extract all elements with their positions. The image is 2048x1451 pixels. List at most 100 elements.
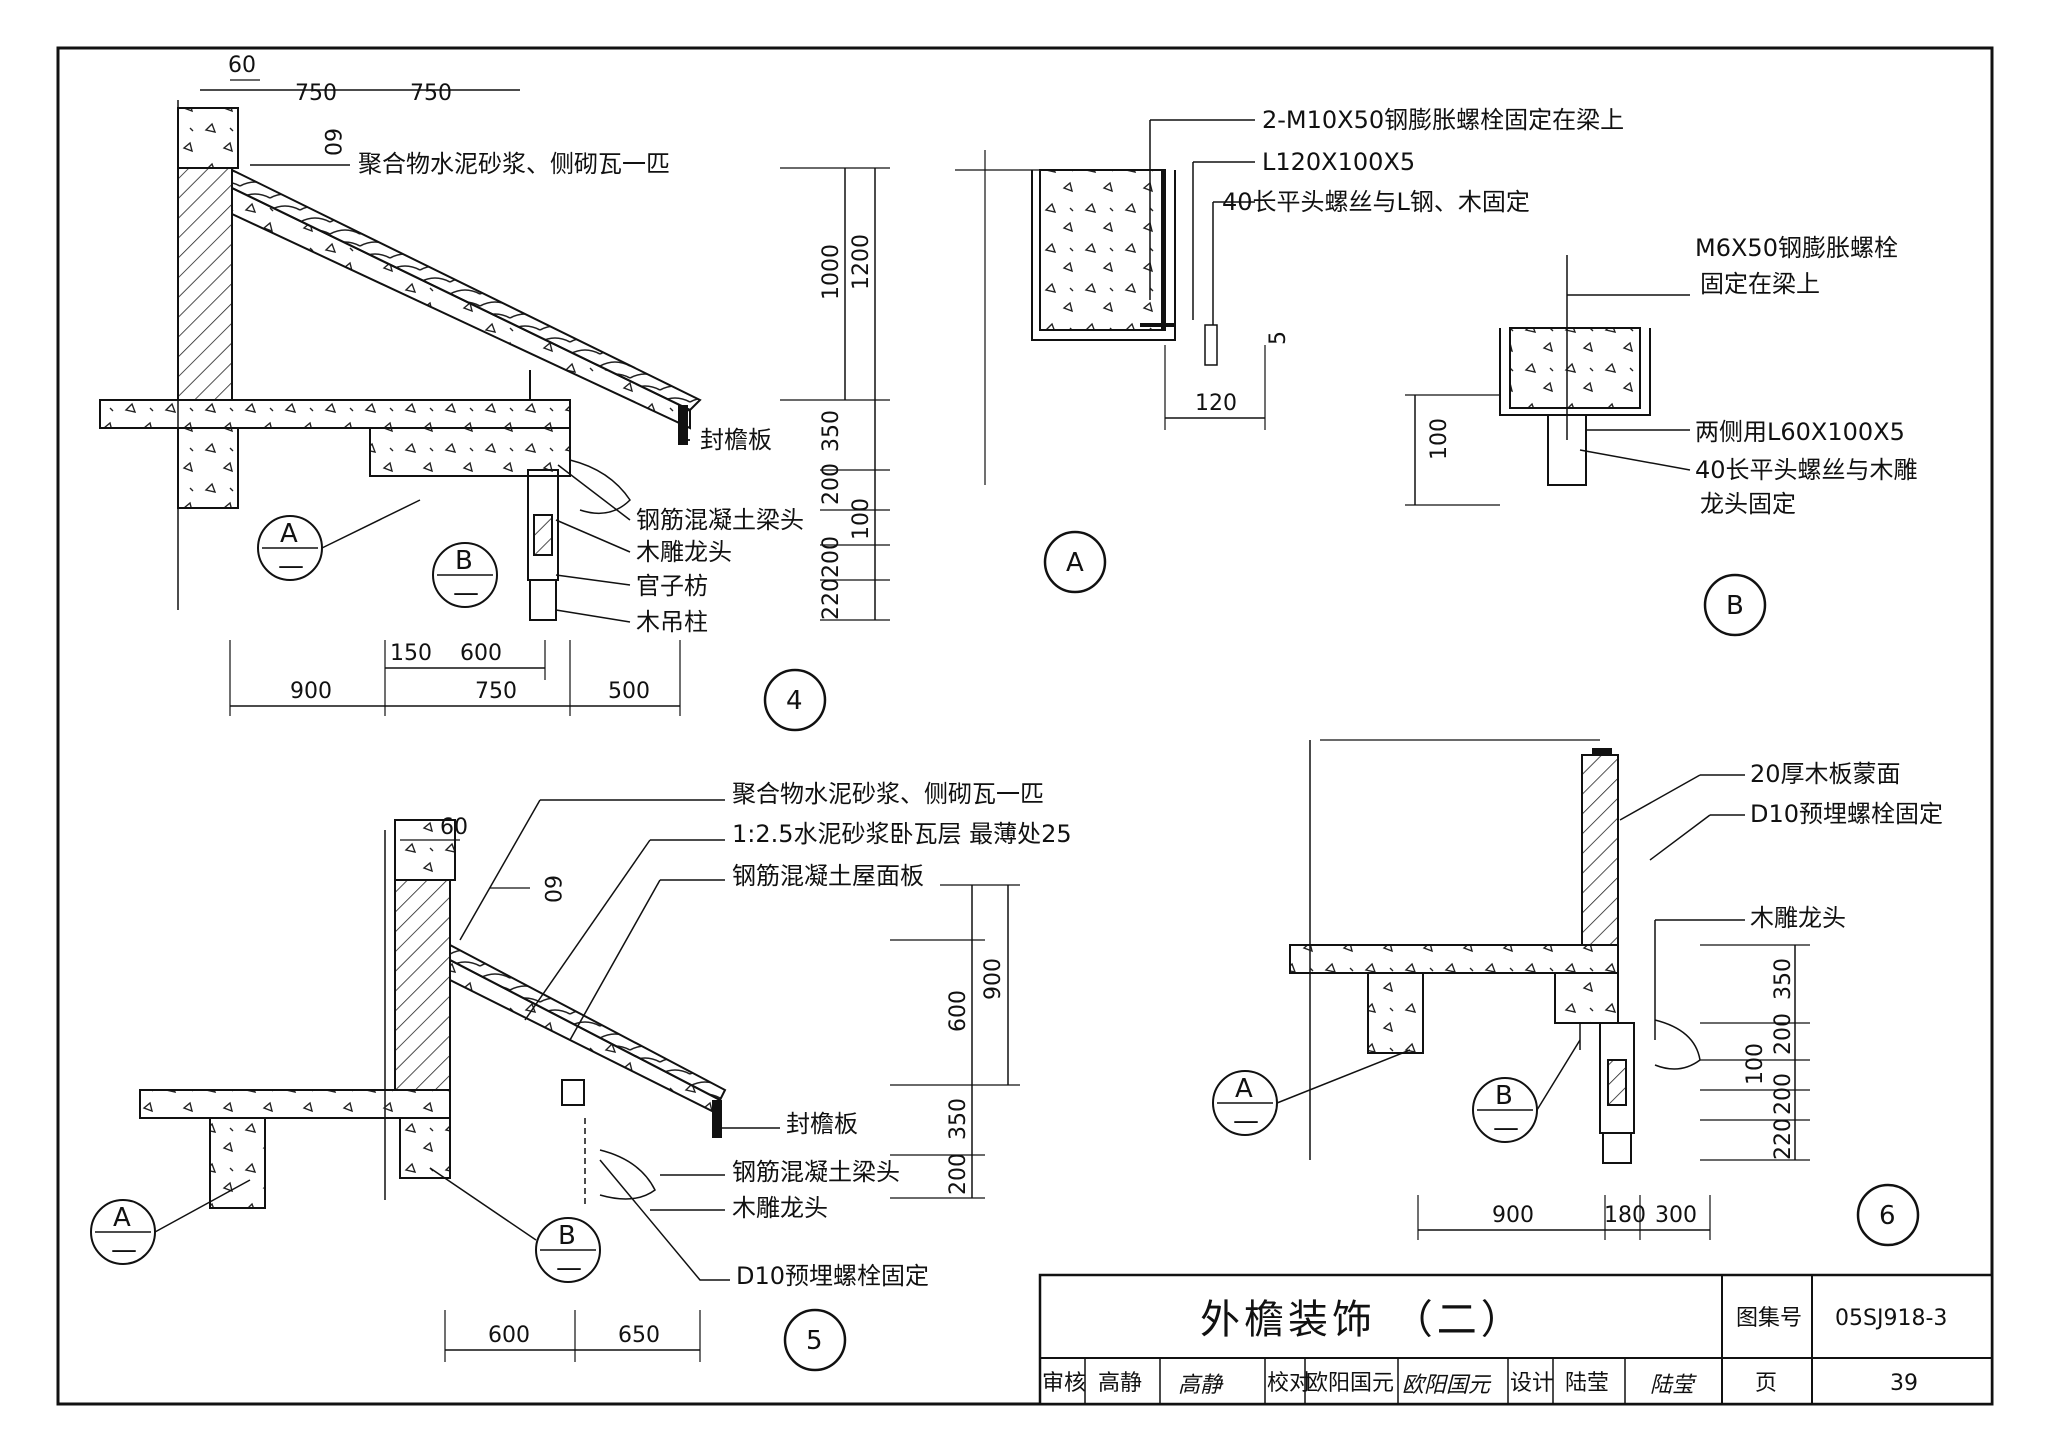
svg-text:5: 5: [806, 1326, 823, 1356]
d4-detail-number: 4: [763, 668, 827, 732]
d4-label-mortar: 聚合物水泥砂浆、侧砌瓦一匹: [358, 150, 670, 178]
d6-label-bolt: D10预埋螺栓固定: [1750, 800, 1943, 828]
d4-dim-b-150: 150: [390, 641, 432, 666]
d5-label-bed: 1:2.5水泥砂浆卧瓦层 最薄处25: [732, 820, 1072, 848]
svg-text:A: A: [1066, 548, 1084, 578]
svg-text:B: B: [1495, 1081, 1513, 1111]
d4-dim-v-60: 60: [319, 128, 344, 156]
d5-dim-v-200: 200: [946, 1153, 971, 1195]
d6-dim-v-220: 220: [1771, 1118, 1796, 1160]
checker-signature: 欧阳国元: [1402, 1373, 1492, 1398]
da-dim-5: 5: [1266, 331, 1291, 345]
d6-dim-v-200b: 200: [1771, 1073, 1796, 1115]
d4-fascia: [678, 405, 688, 445]
d5-dim-v-350: 350: [946, 1098, 971, 1140]
db-label-screw2: 龙头固定: [1700, 490, 1796, 518]
d6-dim-b-180: 180: [1604, 1203, 1646, 1228]
d6-dim-v-350: 350: [1771, 958, 1796, 1000]
d5-dim-v-600: 600: [946, 990, 971, 1032]
da-label-angle: L120X100X5: [1262, 148, 1415, 176]
db-label-screw: 40长平头螺丝与木雕: [1695, 456, 1918, 484]
d4-dim-v-1000: 1000: [819, 244, 844, 300]
svg-text:A: A: [280, 519, 298, 549]
page-number: 39: [1890, 1371, 1918, 1396]
d6-detail-number: 6: [1856, 1183, 1920, 1247]
svg-text:B: B: [455, 546, 473, 576]
d5-wall: [394, 879, 451, 1091]
d5-label-dragon: 木雕龙头: [732, 1194, 828, 1222]
d4-dim-b-900: 900: [290, 679, 332, 704]
d4-label-dragon: 木雕龙头: [636, 538, 732, 566]
d6-beam: [1367, 972, 1424, 1054]
d5-label-bolt: D10预埋螺栓固定: [736, 1262, 929, 1290]
svg-text:B: B: [558, 1221, 576, 1251]
d5-label-fascia: 封檐板: [786, 1110, 858, 1138]
d4-dim-v-1200: 1200: [849, 234, 874, 290]
atlas-label: 图集号: [1736, 1306, 1802, 1331]
svg-text:—: —: [278, 551, 304, 581]
detail-5: 60 60 600 900 350 200 600 650 聚合物水泥砂浆、侧砌…: [90, 780, 1072, 1372]
page-label: 页: [1755, 1371, 1777, 1396]
d4-dim-top-750b: 750: [410, 81, 452, 106]
svg-text:B: B: [1726, 591, 1744, 621]
db-beam: [1509, 327, 1641, 409]
d4-dim-top-60: 60: [228, 53, 256, 78]
d4-dim-v-220: 220: [819, 578, 844, 620]
d5-dim-b-600: 600: [488, 1323, 530, 1348]
d5-label-mortar: 聚合物水泥砂浆、侧砌瓦一匹: [732, 780, 1044, 808]
db-label-bolt2: 固定在梁上: [1700, 270, 1820, 298]
d5-detail-number: 5: [783, 1308, 847, 1372]
da-detail-id: A: [1043, 530, 1107, 594]
d4-ref-a: A —: [257, 515, 323, 581]
d4-beam-head: [369, 427, 571, 477]
detail-6: 350 200 100 200 220 900 180 300 20厚木板蒙面 …: [1212, 739, 1943, 1247]
d4-label-guanzifang: 官子枋: [636, 572, 708, 600]
sheet-border: [56, 46, 1994, 1406]
svg-text:A: A: [1235, 1074, 1253, 1104]
svg-text:—: —: [111, 1235, 137, 1265]
check-label: 校对: [1267, 1371, 1311, 1396]
d4-beam: [177, 427, 239, 509]
db-label-angle: 两侧用L60X100X5: [1695, 418, 1905, 446]
detail-4: 60 750 750 60 1000 1200 350 200 100 200 …: [99, 53, 890, 732]
d6-beam-head: [1554, 972, 1619, 1024]
db-dim-100: 100: [1427, 418, 1452, 460]
d5-wall-cap: [394, 819, 456, 881]
svg-text:—: —: [1233, 1106, 1259, 1136]
d4-dim-v-350: 350: [819, 410, 844, 452]
da-label-screw: 40长平头螺丝与L钢、木固定: [1222, 188, 1530, 216]
d4-label-beam-head: 钢筋混凝土梁头: [636, 506, 804, 534]
d4-ref-b: B —: [432, 542, 498, 608]
d5-dim-b-650: 650: [618, 1323, 660, 1348]
svg-text:4: 4: [786, 686, 803, 716]
svg-text:—: —: [556, 1253, 582, 1283]
d4-roof-tiles: [231, 168, 702, 412]
db-label-bolt: M6X50钢膨胀螺栓: [1695, 234, 1898, 262]
d5-label-beam-head: 钢筋混凝土梁头: [732, 1158, 900, 1186]
d4-dim-v-100: 100: [849, 498, 874, 540]
d4-dim-b-750: 750: [475, 679, 517, 704]
d5-beam-head: [399, 1117, 451, 1179]
d4-pillar: [529, 579, 557, 621]
atlas-number: 05SJ918-3: [1835, 1306, 1947, 1331]
d4-dim-v-200a: 200: [819, 463, 844, 505]
d6-floor-slab: [1289, 944, 1619, 974]
d5-floor-slab: [139, 1089, 451, 1119]
d5-fascia: [712, 1100, 722, 1138]
d5-ref-b: B —: [535, 1217, 601, 1283]
d4-wall-cap: [177, 107, 239, 169]
d4-dim-top-750a: 750: [295, 81, 337, 106]
d4-roof-slab: [231, 186, 691, 430]
design-label: 设计: [1510, 1371, 1554, 1396]
d6-ref-b: B —: [1472, 1077, 1538, 1143]
title-block: 外檐装饰 （二） 图集号 05SJ918-3 审核 高静 高静 校对 欧阳国元 …: [1038, 1273, 1994, 1406]
svg-text:A: A: [113, 1203, 131, 1233]
d5-beam: [209, 1117, 266, 1209]
d5-dim-top-60: 60: [440, 815, 468, 840]
d6-label-board: 20厚木板蒙面: [1750, 760, 1901, 788]
da-beam: [1039, 169, 1166, 331]
d6-dim-v-100: 100: [1743, 1043, 1768, 1085]
svg-text:—: —: [453, 578, 479, 608]
d4-floor-slab: [99, 399, 571, 429]
